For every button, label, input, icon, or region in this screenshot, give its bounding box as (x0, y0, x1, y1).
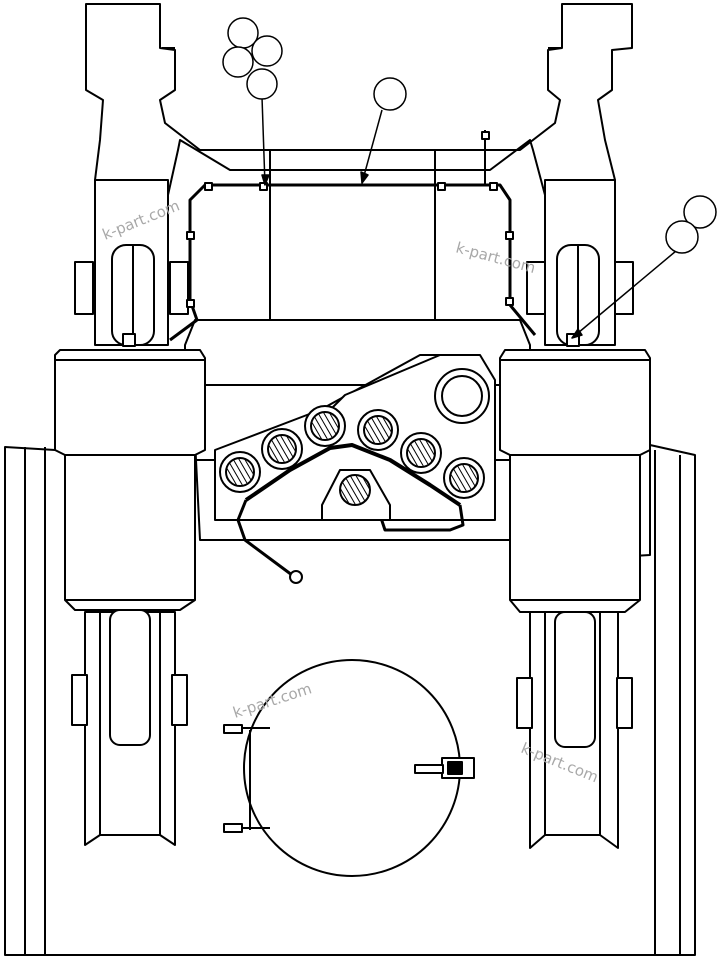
callout-bubble (222, 46, 254, 78)
watermark-text: k-part.com (454, 238, 538, 277)
callout-bubbles (222, 17, 717, 254)
upper-wiring-harness (169, 130, 537, 342)
callout-bubble (251, 35, 283, 67)
left-upper-roller (74, 179, 189, 347)
callout-bubble (665, 220, 699, 254)
left-lower-roller (71, 609, 188, 846)
left-cylinder (54, 349, 206, 611)
right-cylinder (499, 349, 651, 613)
right-lower-roller (516, 611, 633, 849)
lower-hoses (236, 443, 465, 584)
callout-bubble (683, 195, 717, 229)
leader-lines (261, 96, 677, 339)
callout-bubble (246, 68, 278, 100)
valve-disks (219, 405, 485, 499)
right-upper-roller (526, 179, 634, 347)
access-cover (223, 659, 475, 877)
upper-frame (85, 3, 633, 196)
callout-bubble (373, 77, 407, 111)
